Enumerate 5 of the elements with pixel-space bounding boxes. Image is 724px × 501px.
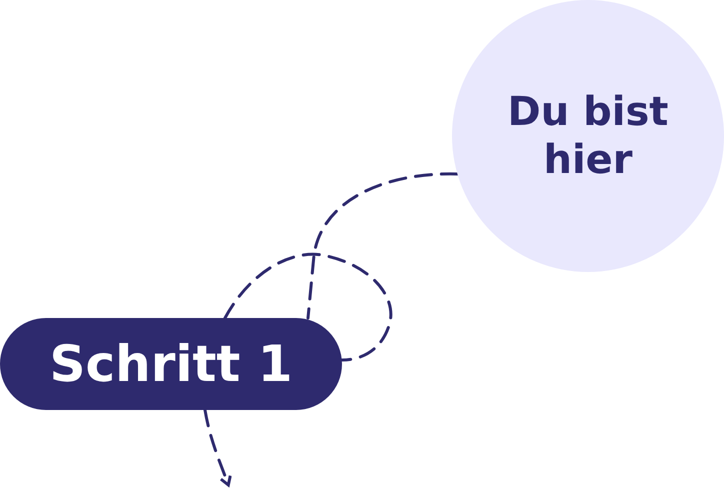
step-pill <box>0 318 342 410</box>
step-label: Schritt 1 <box>49 335 293 393</box>
dashed-connector <box>204 252 392 486</box>
dashed-connector <box>306 172 459 320</box>
circle-label: Du bist hier <box>506 88 670 184</box>
